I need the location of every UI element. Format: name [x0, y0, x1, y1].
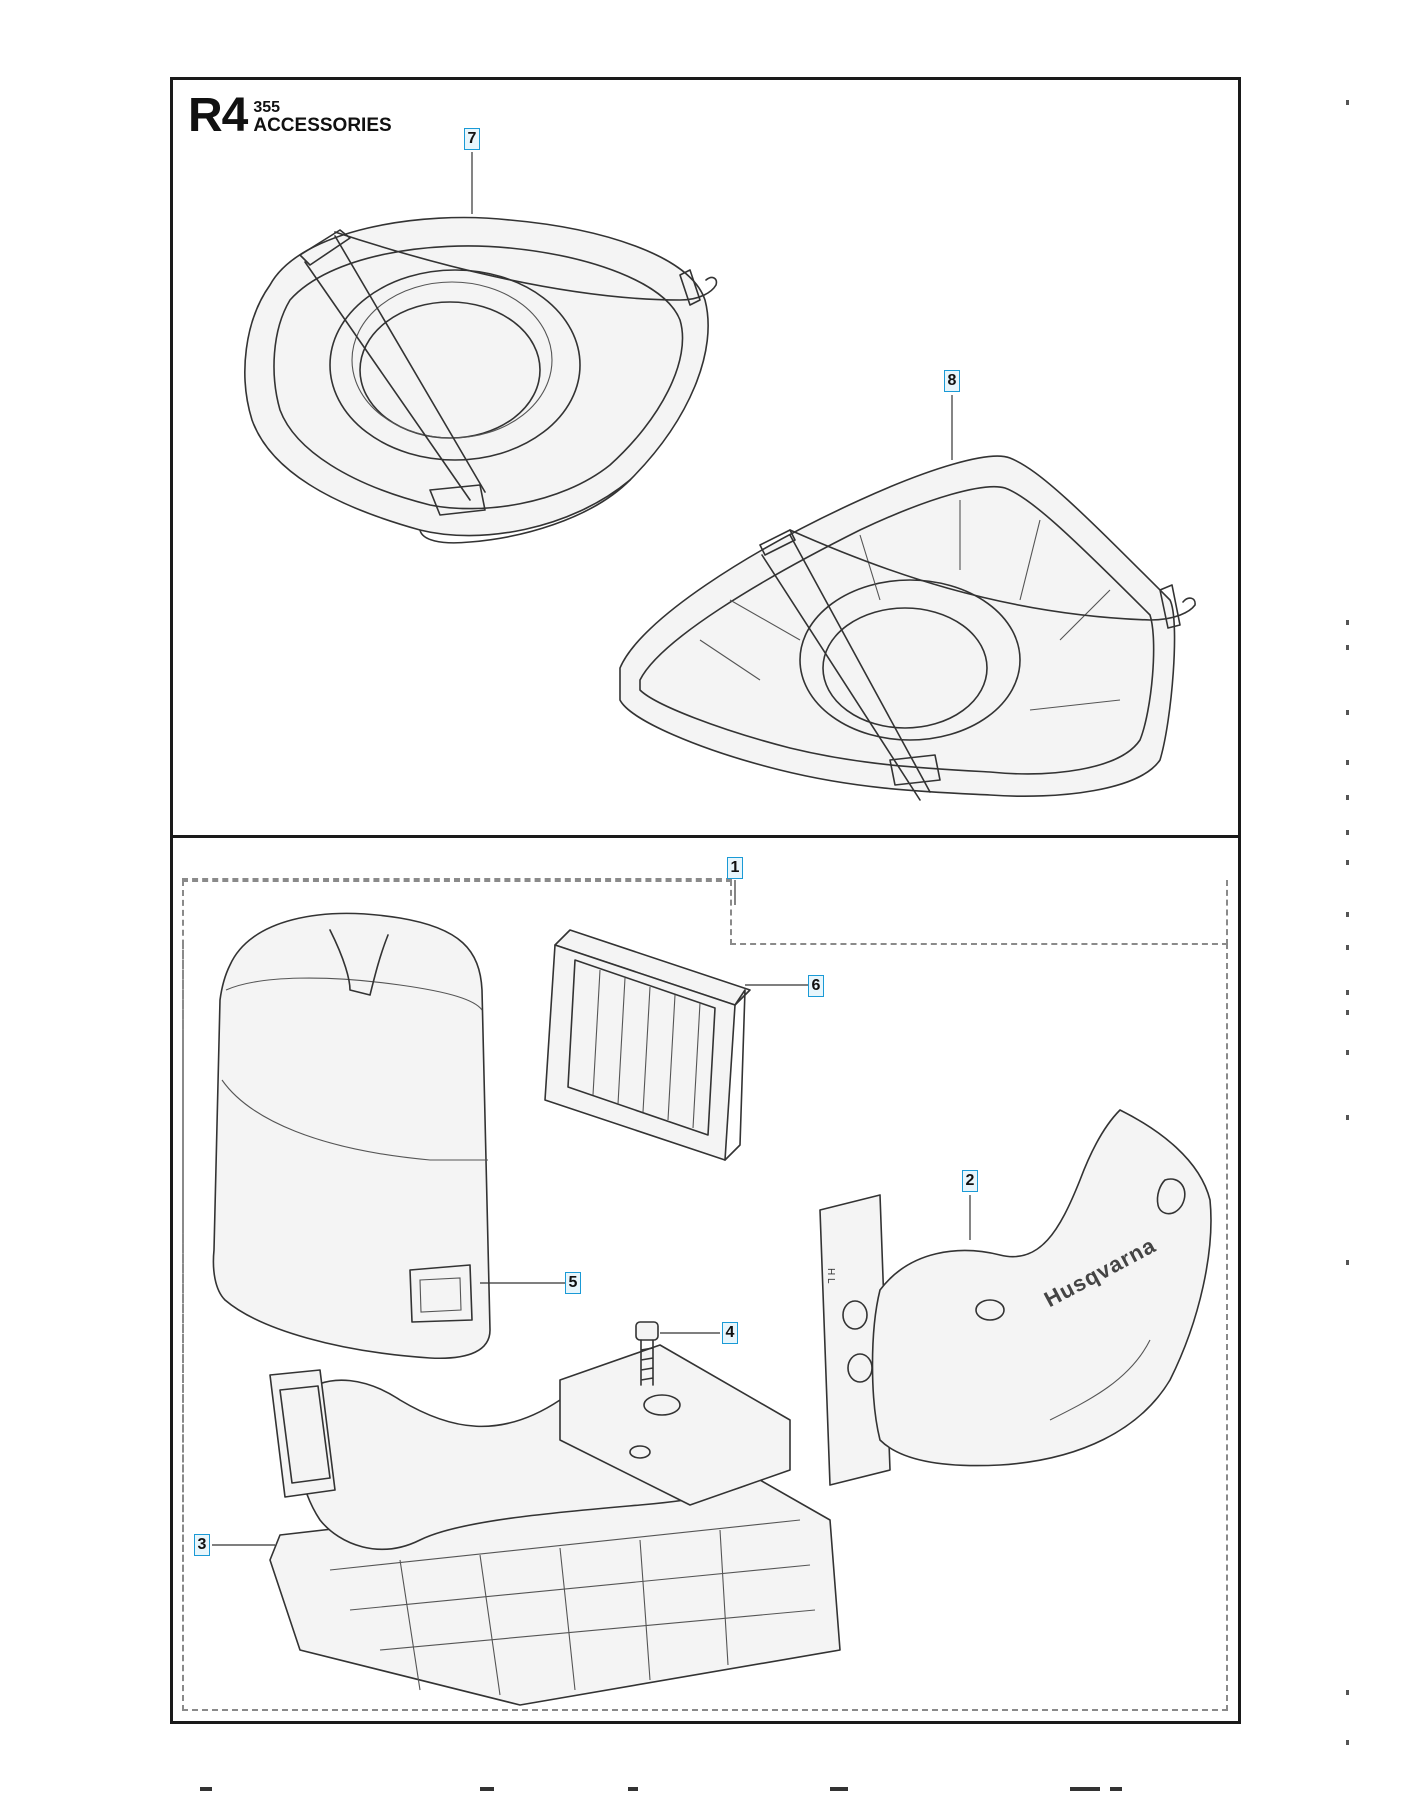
callout-2: 2 — [962, 1170, 978, 1192]
drawing-frame — [170, 77, 1241, 1724]
part-6-filter-grid — [544, 929, 751, 1161]
kit-boundary-step — [730, 943, 1228, 945]
header-titles: 355 ACCESSORIES — [253, 100, 391, 136]
kit-boundary — [182, 943, 1228, 1711]
part-5-filter-cover — [212, 912, 491, 1360]
model-number: 355 — [253, 99, 281, 116]
callout-1: 1 — [727, 857, 743, 879]
callout-4: 4 — [722, 1322, 738, 1344]
panel-divider — [170, 835, 1241, 838]
kit-boundary-edge — [182, 878, 732, 880]
kit-boundary-top — [730, 880, 1228, 945]
plate-marks: H L — [825, 1268, 836, 1284]
callout-3: 3 — [194, 1534, 210, 1556]
callout-8: 8 — [944, 370, 960, 392]
section-title: ACCESSORIES — [253, 115, 392, 136]
part-7-round-cover — [244, 216, 718, 544]
callout-6: 6 — [808, 975, 824, 997]
section-code: R4 — [188, 89, 248, 142]
callout-7: 7 — [464, 128, 480, 150]
diagram-header: R4 355 ACCESSORIES — [188, 92, 392, 140]
callout-5: 5 — [565, 1272, 581, 1294]
part-4-screw — [635, 1321, 659, 1386]
part-3-air-filter-base — [269, 1344, 841, 1706]
part-8-triangular-cover — [619, 455, 1196, 801]
callout-leaders — [212, 152, 971, 1546]
part-2-cylinder-cover — [819, 1109, 1212, 1486]
